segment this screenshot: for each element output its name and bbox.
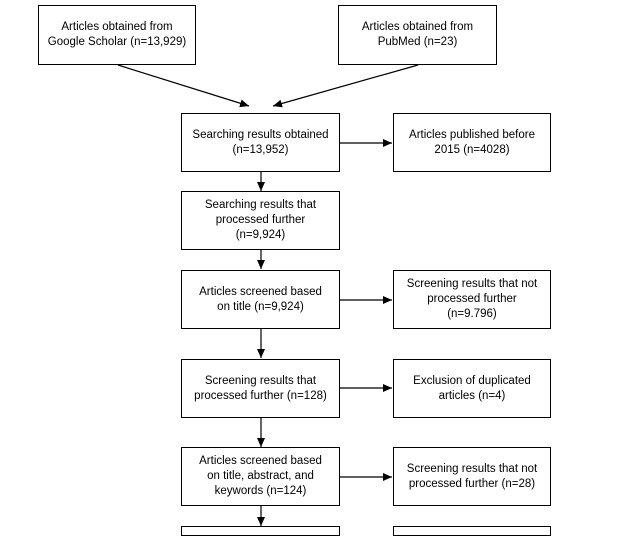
box-screened-title: Articles screened based on title (n=9,92… bbox=[181, 270, 340, 329]
box-processed-further-1: Searching results that processed further… bbox=[181, 191, 340, 250]
box-search-results: Searching results obtained (n=13,952) bbox=[181, 113, 340, 172]
box-google-scholar: Articles obtained from Google Scholar (n… bbox=[38, 5, 196, 65]
box-not-processed-2: Screening results that not processed fur… bbox=[393, 447, 551, 506]
box-screened-abstract: Articles screened based on title, abstra… bbox=[181, 447, 340, 506]
box-processed-further-2: Screening results that processed further… bbox=[181, 359, 340, 418]
box-pubmed: Articles obtained from PubMed (n=23) bbox=[338, 5, 497, 65]
box-before-2015: Articles published before 2015 (n=4028) bbox=[393, 113, 551, 172]
box-duplicates: Exclusion of duplicated articles (n=4) bbox=[393, 359, 551, 418]
arrow-scholar-to-search bbox=[117, 64, 250, 108]
arrow-pubmed-to-search bbox=[272, 64, 419, 108]
box-not-processed-1: Screening results that not processed fur… bbox=[393, 270, 551, 329]
